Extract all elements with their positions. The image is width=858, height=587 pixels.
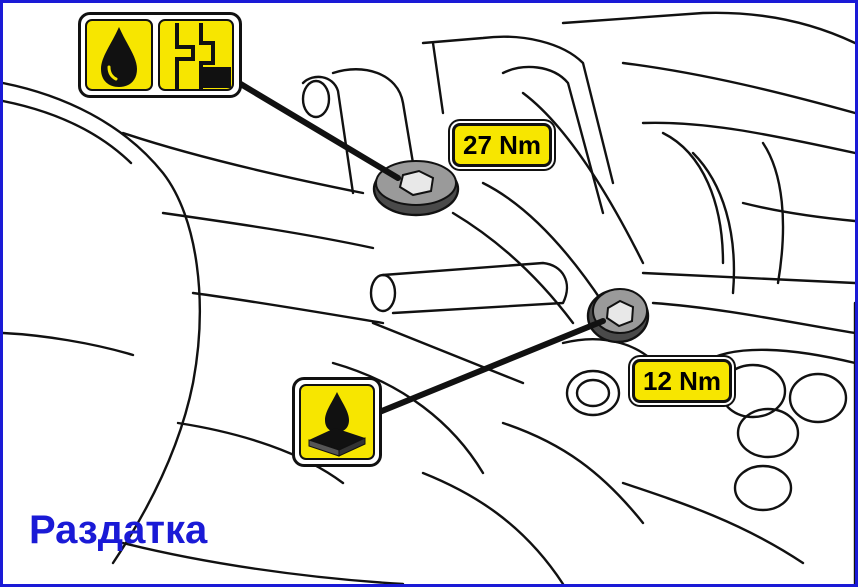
- leader-line-lower: [374, 318, 606, 416]
- diagram-caption: Раздатка: [29, 508, 208, 552]
- oil-drop-icon: [85, 19, 153, 91]
- drain-plug-icon: [158, 19, 234, 91]
- lower-plug: [586, 288, 650, 344]
- leader-line-upper: [236, 80, 401, 181]
- sealant-icon: [292, 377, 382, 467]
- upper-plug: [372, 160, 460, 217]
- torque-label-upper: 27 Nm: [452, 123, 553, 167]
- transfer-case-line-drawing: [3, 11, 855, 584]
- torque-label-lower: 12 Nm: [632, 359, 733, 403]
- oil-drain-icon-group: [78, 12, 242, 98]
